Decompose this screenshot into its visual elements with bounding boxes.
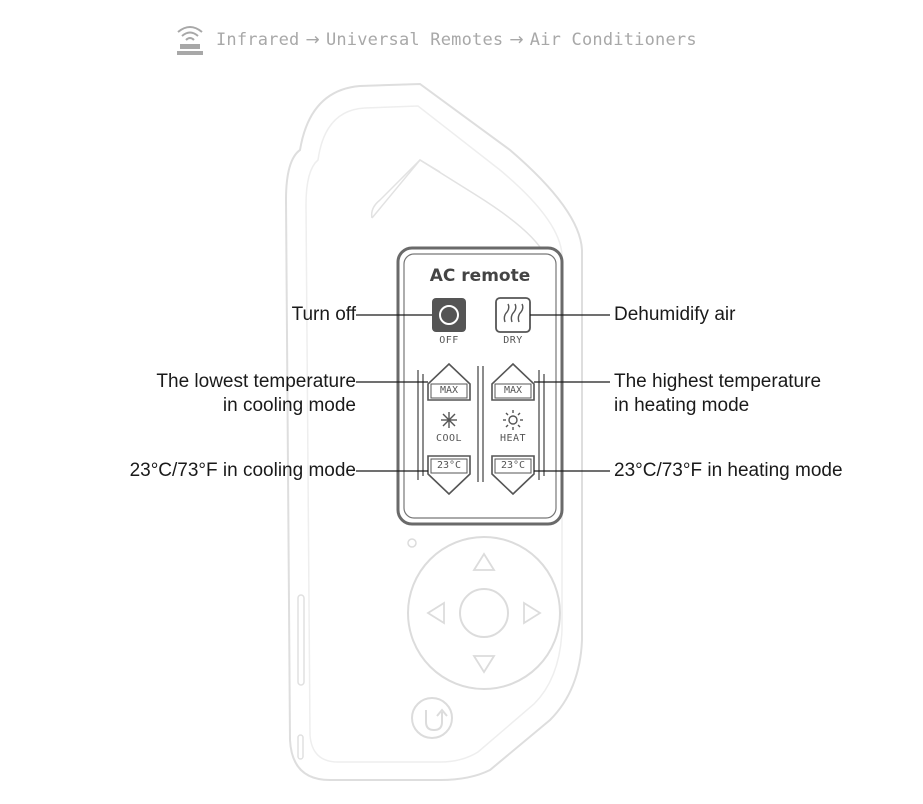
callout-highest-temp-line1: The highest temperature	[614, 371, 822, 392]
device-side-groove	[297, 594, 305, 686]
cool-max-label[interactable]: MAX	[439, 385, 459, 396]
heat-max-button	[491, 362, 535, 401]
status-led	[407, 538, 417, 548]
breadcrumb-arrow-icon: →	[305, 30, 320, 50]
cool-max-button	[427, 362, 471, 401]
dry-label: DRY	[503, 335, 523, 346]
callout-heat-23: 23°C/73°F in heating mode	[614, 460, 843, 481]
dry-waves-icon	[503, 303, 524, 323]
device-body	[284, 82, 583, 781]
device-inner-edge	[305, 105, 563, 763]
callout-highest-temp: The highest temperature in heating mode	[614, 370, 821, 418]
off-circle-icon	[439, 305, 459, 325]
dpad-left-icon	[426, 601, 445, 625]
device-side-slot	[297, 734, 304, 760]
callout-lowest-temp-line2: in cooling mode	[222, 395, 356, 416]
heat-max-label[interactable]: MAX	[503, 385, 523, 396]
dpad-right-icon	[523, 601, 542, 625]
screen-title: AC remote	[429, 266, 531, 286]
callout-lowest-temp-line1: The lowest temperature	[156, 371, 356, 392]
device-front-face	[370, 159, 441, 219]
cool-label: COOL	[435, 433, 463, 444]
heat-temp-label[interactable]: 23°C	[500, 460, 526, 471]
heat-label: HEAT	[499, 433, 527, 444]
infrared-icon	[177, 26, 203, 55]
callout-turn-off: Turn off	[291, 304, 356, 325]
dpad-ring	[407, 536, 561, 690]
screen-inner	[403, 253, 557, 519]
callout-cool-23: 23°C/73°F in cooling mode	[129, 460, 356, 481]
dpad-up-icon	[472, 552, 496, 571]
dpad-center-button	[459, 588, 509, 638]
cool-temp-label[interactable]: 23°C	[436, 460, 462, 471]
sun-icon	[503, 410, 523, 430]
callout-lowest-temp: The lowest temperature in cooling mode	[156, 370, 356, 418]
off-button-bg	[432, 298, 466, 332]
dpad-down-icon	[472, 655, 496, 674]
off-label: OFF	[439, 335, 459, 346]
breadcrumb-item-universal-remotes[interactable]: Universal Remotes	[325, 30, 504, 50]
back-arrow-icon	[425, 708, 448, 732]
snowflake-icon	[441, 412, 457, 428]
breadcrumb-arrow-icon: →	[509, 30, 524, 50]
breadcrumb-item-infrared[interactable]: Infrared	[216, 30, 300, 50]
back-button	[411, 697, 453, 739]
breadcrumb: Infrared → Universal Remotes → Air Condi…	[172, 24, 697, 56]
dry-button-bg	[495, 297, 531, 333]
callout-dehumidify: Dehumidify air	[614, 304, 736, 325]
heat-23-button	[491, 455, 535, 496]
callout-highest-temp-line2: in heating mode	[614, 395, 750, 416]
breadcrumb-item-air-conditioners[interactable]: Air Conditioners	[529, 30, 697, 50]
